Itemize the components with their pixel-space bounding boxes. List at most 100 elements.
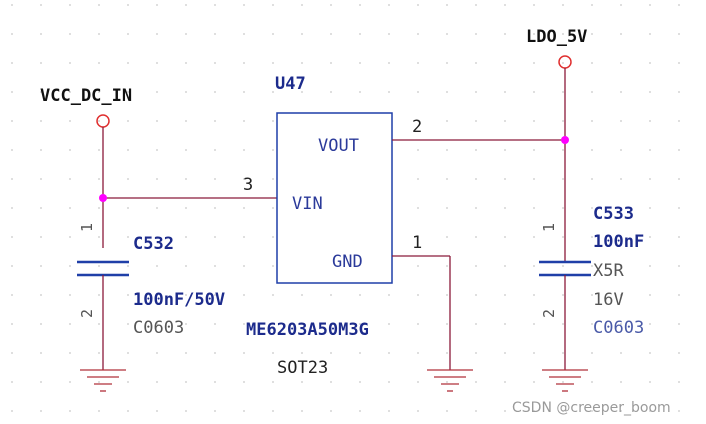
grid-dot xyxy=(678,323,680,325)
grid-dot xyxy=(98,62,100,64)
grid-dot xyxy=(417,4,419,6)
grid-dot xyxy=(504,120,506,122)
grid-dot xyxy=(330,4,332,6)
grid-dot xyxy=(591,410,593,412)
grid-dot xyxy=(272,323,274,325)
grid-dot xyxy=(40,33,42,35)
grid-dot xyxy=(214,236,216,238)
grid-dot xyxy=(156,4,158,6)
grid-dot xyxy=(98,4,100,6)
grid-dot xyxy=(388,323,390,325)
grid-dot xyxy=(11,62,13,64)
grid-dot xyxy=(40,120,42,122)
grid-dot xyxy=(446,410,448,412)
c532-designator: C532 xyxy=(133,234,174,254)
net-label-vcc-dc-in: VCC_DC_IN xyxy=(40,86,132,106)
grid-dot xyxy=(417,265,419,267)
grid-dot xyxy=(11,410,13,412)
grid-dot xyxy=(446,91,448,93)
grid-dot xyxy=(40,294,42,296)
grid-dot xyxy=(40,62,42,64)
grid-dot xyxy=(562,323,564,325)
u47-body[interactable] xyxy=(276,112,393,284)
grid-dot xyxy=(69,178,71,180)
grid-dot xyxy=(417,410,419,412)
grid-dot xyxy=(156,294,158,296)
grid-dot xyxy=(214,149,216,151)
grid-dot xyxy=(620,323,622,325)
grid-dot xyxy=(562,178,564,180)
grid-dot xyxy=(417,207,419,209)
grid-dot xyxy=(678,294,680,296)
grid-dot xyxy=(649,149,651,151)
grid-dot xyxy=(504,149,506,151)
grid-dot xyxy=(359,323,361,325)
grid-dot xyxy=(11,352,13,354)
grid-dot xyxy=(69,62,71,64)
grid-dot xyxy=(40,91,42,93)
grid-dot xyxy=(562,33,564,35)
grid-dot xyxy=(446,62,448,64)
c533-voltage: 16V xyxy=(593,290,624,310)
grid-dot xyxy=(649,352,651,354)
grid-dot xyxy=(214,352,216,354)
grid-dot xyxy=(591,62,593,64)
grid-dot xyxy=(40,4,42,6)
grid-dot xyxy=(272,33,274,35)
grid-dot xyxy=(678,149,680,151)
c532-pin1: 1 xyxy=(78,223,96,232)
grid-dot xyxy=(620,265,622,267)
grid-dot xyxy=(243,207,245,209)
grid-dot xyxy=(388,410,390,412)
grid-dot xyxy=(591,120,593,122)
grid-dot xyxy=(214,91,216,93)
grid-dot xyxy=(533,33,535,35)
grid-dot xyxy=(388,352,390,354)
u47-package: SOT23 xyxy=(277,358,328,378)
grid-dot xyxy=(591,207,593,209)
grid-dot xyxy=(678,265,680,267)
grid-dot xyxy=(185,265,187,267)
grid-dot xyxy=(272,236,274,238)
grid-dot xyxy=(504,323,506,325)
grid-dot xyxy=(359,294,361,296)
grid-dot xyxy=(446,265,448,267)
grid-dot xyxy=(475,381,477,383)
grid-dot xyxy=(475,91,477,93)
grid-dot xyxy=(330,381,332,383)
grid-dot xyxy=(185,207,187,209)
grid-dot xyxy=(591,178,593,180)
grid-dot xyxy=(127,323,129,325)
grid-dot xyxy=(214,62,216,64)
grid-dot xyxy=(98,91,100,93)
grid-dot xyxy=(40,381,42,383)
grid-dot xyxy=(98,410,100,412)
grid-dot xyxy=(301,381,303,383)
grid-dot xyxy=(11,323,13,325)
grid-dot xyxy=(678,236,680,238)
grid-dot xyxy=(504,62,506,64)
grid-dot xyxy=(127,410,129,412)
grid-dot xyxy=(562,265,564,267)
grid-dot xyxy=(11,4,13,6)
grid-dot xyxy=(388,91,390,93)
grid-dot xyxy=(11,149,13,151)
grid-dot xyxy=(446,381,448,383)
c533-pin2: 2 xyxy=(540,309,558,318)
net-port-ldo-5v[interactable] xyxy=(558,55,572,69)
c533-value: 100nF xyxy=(593,232,644,252)
grid-dot xyxy=(272,207,274,209)
grid-dot xyxy=(678,62,680,64)
grid-dot xyxy=(417,236,419,238)
grid-dot xyxy=(504,91,506,93)
grid-dot xyxy=(562,381,564,383)
grid-dot xyxy=(127,149,129,151)
c533-pin1: 1 xyxy=(540,223,558,232)
grid-dot xyxy=(98,120,100,122)
grid-dot xyxy=(678,207,680,209)
grid-dot xyxy=(156,381,158,383)
grid-dot xyxy=(475,236,477,238)
grid-dot xyxy=(301,352,303,354)
grid-dot xyxy=(562,410,564,412)
grid-dot xyxy=(98,207,100,209)
